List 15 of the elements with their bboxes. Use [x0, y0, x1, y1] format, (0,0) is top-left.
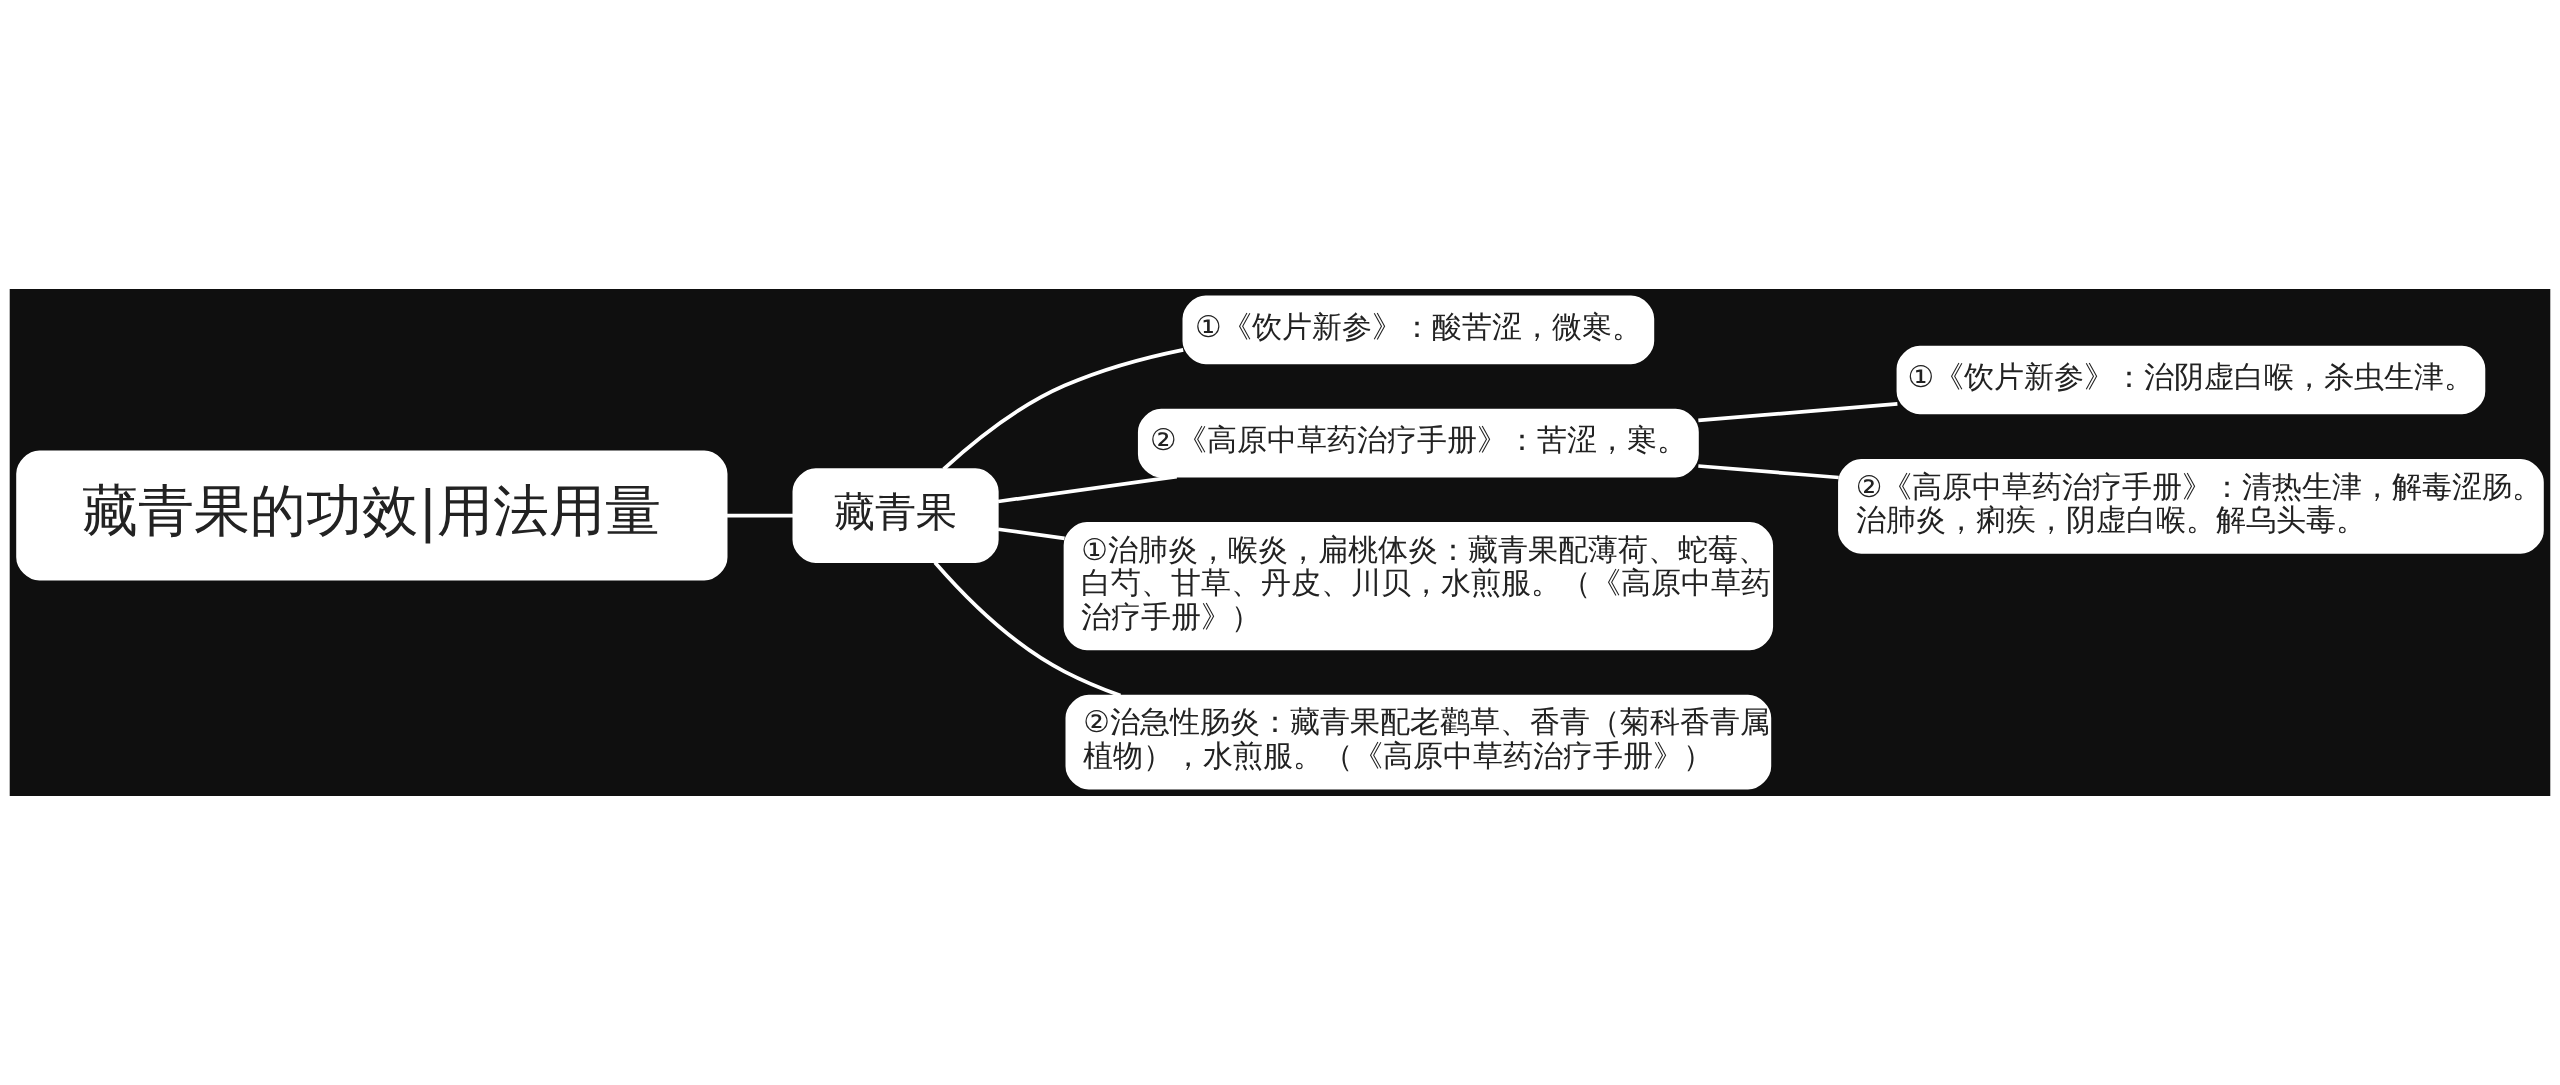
- node-box: ①治肺炎，喉炎，扁桃体炎：藏青果配薄荷、蛇莓、白芍、甘草、丹皮、川贝，水煎服。（《高原中草药治疗手册》）: [1063, 522, 1774, 651]
- connector: [933, 561, 1122, 698]
- connector: [1698, 402, 1898, 423]
- node-box: ①《饮片新参》：酸苦涩，微寒。: [1182, 295, 1655, 365]
- node-box: 藏青果: [792, 468, 999, 563]
- connector: [997, 474, 1177, 504]
- node-box: ②治急性肠炎：藏青果配老鹳草、香青（菊科香青属植物），水煎服。（《高原中草药治疗手册》）: [1065, 694, 1772, 790]
- connector: [997, 527, 1065, 541]
- connector: [727, 513, 793, 518]
- node-box: ②《高原中草药治疗手册》：苦涩，寒。: [1137, 408, 1699, 478]
- connector: [942, 348, 1184, 471]
- node-box: ①《饮片新参》：治阴虚白喉，杀虫生津。: [1896, 345, 2486, 415]
- node-box: ②《高原中草药治疗手册》：清热生津，解毒涩肠。治肺炎，痢疾，阴虚白喉。解乌头毒。: [1838, 458, 2544, 554]
- connector: [1698, 464, 1839, 480]
- node-box: 藏青果的功效|用法用量: [16, 450, 728, 581]
